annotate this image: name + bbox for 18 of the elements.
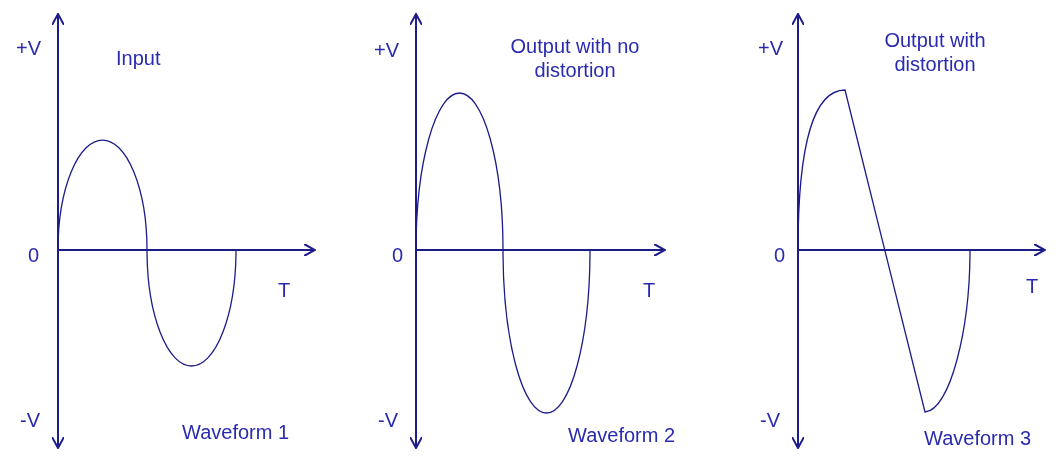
panel-title: Input (116, 46, 161, 70)
panel-title: Output with distortion (883, 28, 987, 76)
axis-label: 0 (28, 243, 40, 267)
axis-label: -V (378, 408, 398, 432)
axis-label: +V (374, 38, 400, 62)
axis-label: +V (758, 36, 784, 60)
panel-title: Output with no distortion (509, 34, 641, 82)
axis-label: +V (16, 36, 42, 60)
axis-label: -V (760, 408, 780, 432)
axis-label: 0 (774, 243, 786, 267)
axis-label: 0 (392, 243, 404, 267)
axis-label: -V (20, 408, 40, 432)
axis-label: T (278, 278, 291, 302)
axis-label: T (1026, 274, 1039, 298)
waveform-caption: Waveform 3 (924, 426, 1032, 450)
waveform-caption: Waveform 1 (182, 420, 290, 444)
waveform-caption: Waveform 2 (568, 423, 676, 447)
axis-label: T (643, 278, 656, 302)
